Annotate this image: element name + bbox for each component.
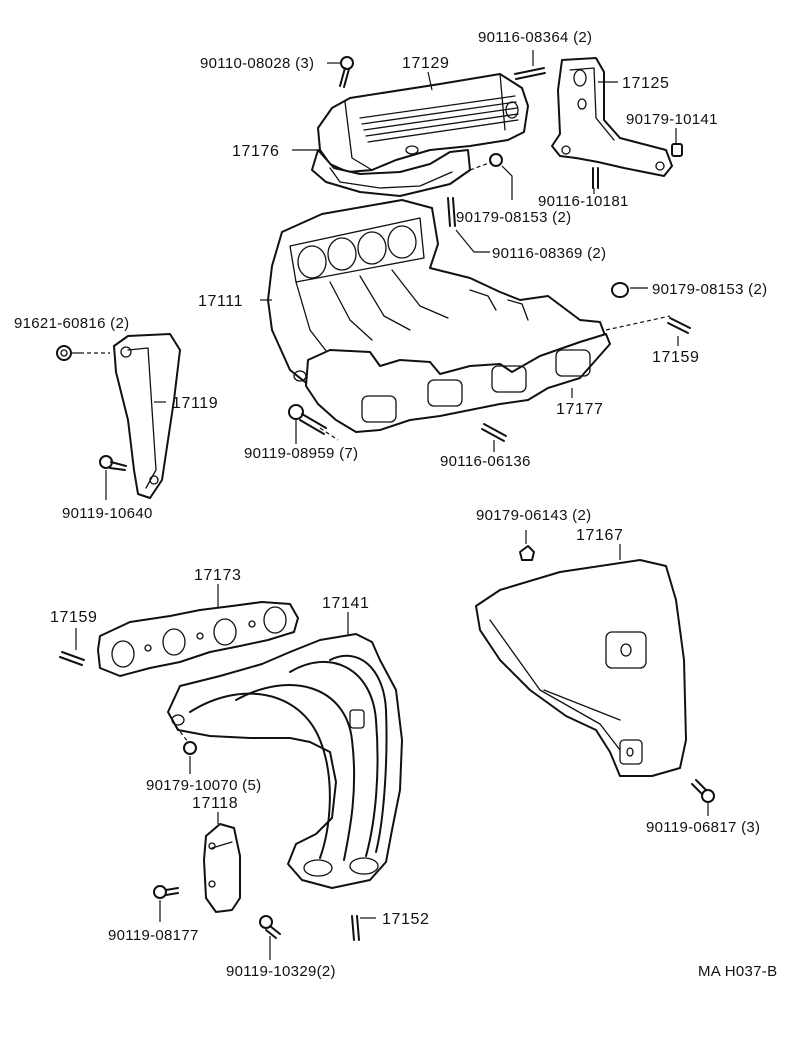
bolt-90110-08028	[339, 56, 354, 88]
leader-lines	[72, 50, 709, 960]
stud-90116-06136	[481, 423, 507, 442]
gasket-17176	[311, 149, 471, 197]
label-90119-06817: 90119-06817 (3)	[646, 819, 760, 836]
label-17111: 17111	[198, 293, 243, 310]
stud-17152	[351, 915, 360, 941]
label-91621-60816: 91621-60816 (2)	[14, 315, 129, 332]
label-90119-10640: 90119-10640	[62, 505, 153, 522]
label-17173: 17173	[194, 567, 242, 584]
bolt-90119-06817	[691, 779, 715, 803]
manifold-stay-17119	[113, 333, 181, 499]
bracket-17125	[551, 57, 673, 177]
bolt-90119-08177	[153, 885, 179, 899]
nut-90179-06143	[519, 545, 535, 561]
bolt-90119-10640	[99, 455, 127, 471]
label-90119-10329: 90119-10329(2)	[226, 963, 336, 980]
label-90179-06143: 90179-06143 (2)	[476, 507, 591, 524]
nut-90179-08153-right	[611, 282, 629, 298]
stud-90116-08369	[447, 197, 456, 227]
stud-17159-right	[667, 317, 691, 334]
label-90116-10181: 90116-10181	[538, 193, 629, 210]
nut-90179-08153-top	[489, 153, 503, 167]
label-90179-10141: 90179-10141	[626, 111, 718, 128]
label-17159-left: 17159	[50, 609, 98, 626]
nut-91621-60816	[56, 345, 72, 361]
bolt-90119-08959	[288, 404, 327, 435]
bolt-90119-10329	[259, 915, 281, 939]
label-90116-08364: 90116-08364 (2)	[478, 29, 592, 46]
label-17118: 17118	[192, 795, 238, 812]
label-17119: 17119	[172, 395, 218, 412]
label-90119-08177: 90119-08177	[108, 927, 199, 944]
heat-insulator-17118	[203, 823, 241, 913]
label-17125: 17125	[622, 75, 670, 92]
label-17141: 17141	[322, 595, 370, 612]
label-90179-08153-top: 90179-08153 (2)	[456, 209, 571, 226]
label-90179-10070: 90179-10070 (5)	[146, 777, 261, 794]
nut-90179-10141	[671, 143, 683, 157]
gasket-17177	[305, 333, 611, 433]
label-90179-08153-right: 90179-08153 (2)	[652, 281, 767, 298]
label-17176: 17176	[232, 143, 280, 160]
label-17177: 17177	[556, 401, 604, 418]
nut-90179-10070	[183, 741, 197, 755]
heat-insulator-17167	[475, 559, 687, 777]
label-17159-right: 17159	[652, 349, 700, 366]
label-90119-08959: 90119-08959 (7)	[244, 445, 358, 462]
exhaust-manifold-17141	[167, 633, 403, 889]
label-17129: 17129	[402, 55, 450, 72]
dashed-alignment-lines	[80, 161, 671, 743]
stud-90116-08364	[514, 67, 546, 80]
label-17167: 17167	[576, 527, 624, 544]
stud-90116-10181	[592, 167, 599, 189]
label-17152: 17152	[382, 911, 430, 928]
label-90116-08369: 90116-08369 (2)	[492, 245, 606, 262]
label-90110-08028: 90110-08028 (3)	[200, 55, 314, 72]
reference-code: MA H037-B	[698, 963, 777, 980]
stud-17159-left	[59, 651, 85, 666]
gasket-17173	[97, 601, 299, 677]
label-90116-06136: 90116-06136	[440, 453, 531, 470]
